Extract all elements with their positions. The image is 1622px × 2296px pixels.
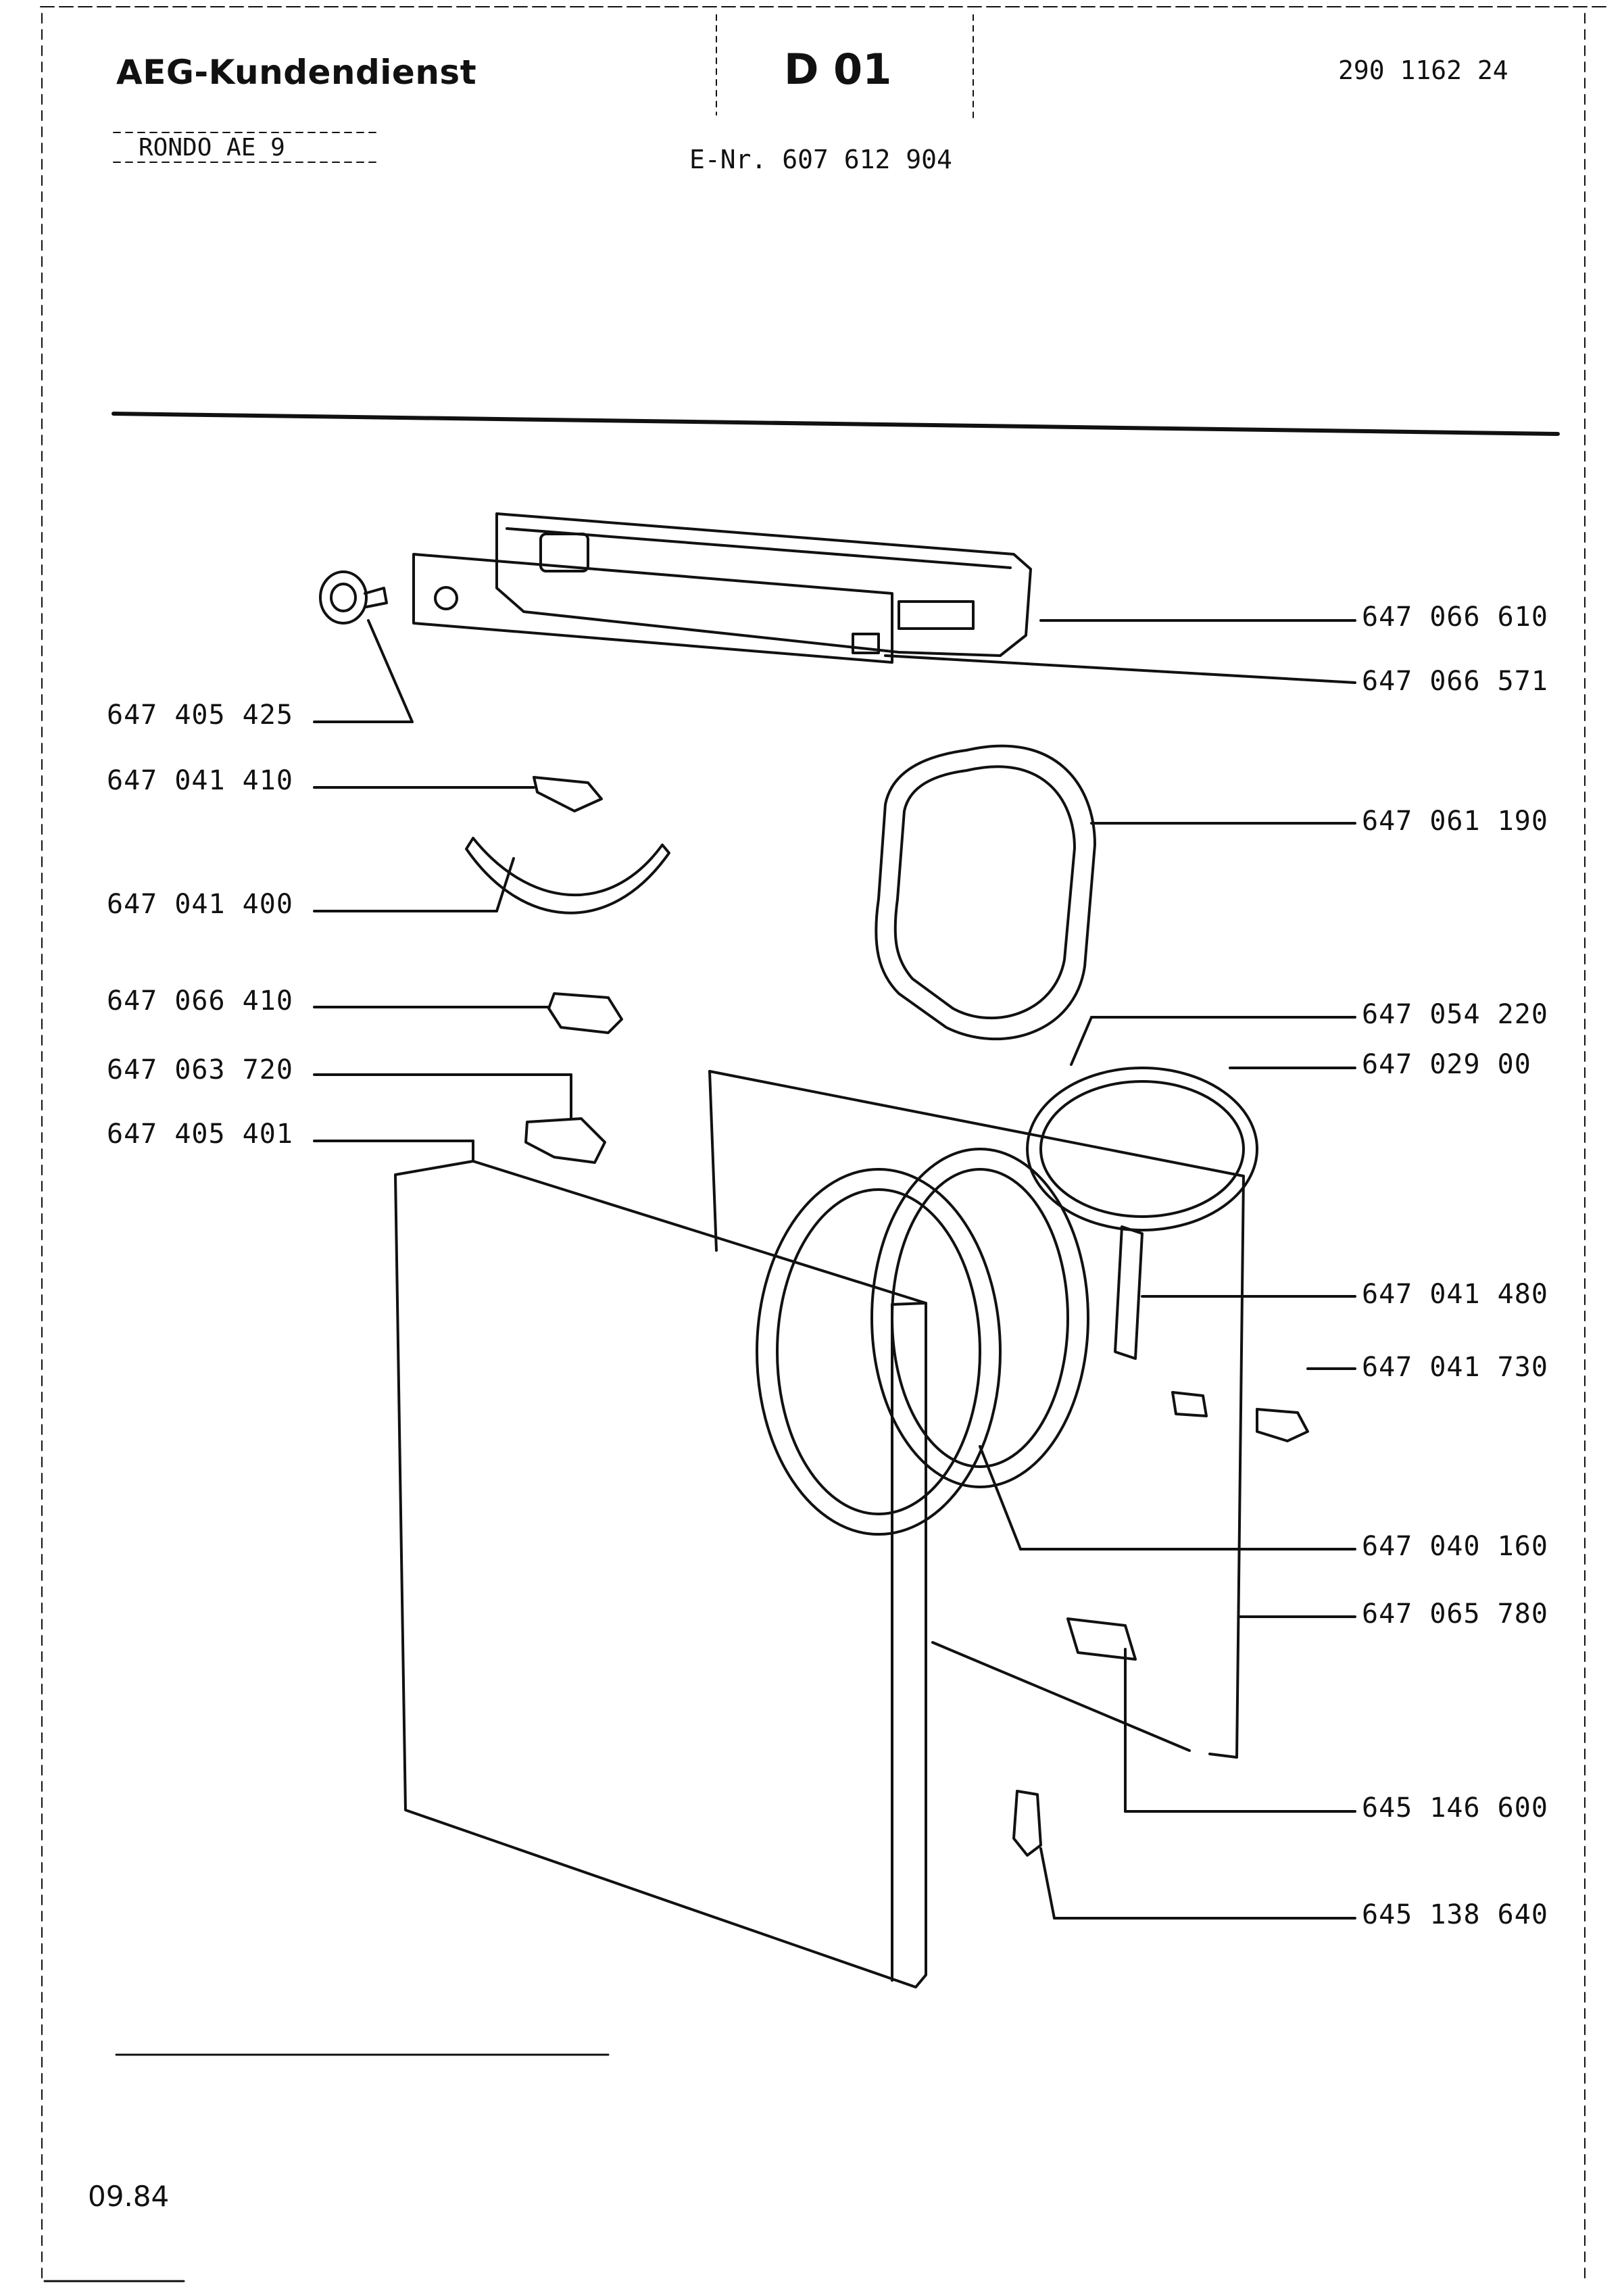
part-label-plate: 645 146 600 [1362, 1792, 1548, 1824]
front-frame [708, 1070, 1245, 1759]
header-title: AEG-Kundendienst [116, 53, 477, 92]
part-label-bracket-b: 647 063 720 [107, 1054, 293, 1085]
section-code: D 01 [784, 45, 892, 94]
part-label-small-clip: 647 041 410 [107, 765, 293, 796]
handle [1114, 1225, 1144, 1360]
latch [1012, 1790, 1042, 1857]
small-clip [533, 776, 603, 812]
part-label-front-door: 647 405 401 [107, 1119, 293, 1150]
drum [756, 1067, 1258, 1536]
e-number: E-Nr. 607 612 904 [689, 145, 952, 174]
part-label-curved-bracket: 647 041 400 [107, 889, 293, 920]
part-label-knob: 647 405 425 [107, 700, 293, 731]
part-label-drum-ring: 647 054 220 [1362, 999, 1548, 1030]
part-label-handle: 647 041 480 [1362, 1279, 1548, 1310]
control-panel-housing [495, 512, 1032, 657]
panel-strip [412, 553, 893, 664]
document-number: 290 1162 24 [1338, 55, 1508, 85]
leader-lines [313, 619, 1356, 1920]
part-label-front-frame: 647 065 780 [1362, 1598, 1548, 1630]
part-label-catch: 647 041 730 [1362, 1352, 1548, 1383]
bracket-a [547, 992, 623, 1034]
part-label-panel-strip: 647 066 571 [1362, 666, 1548, 697]
curved-bracket [465, 837, 670, 914]
bracket-b [524, 1117, 606, 1164]
front-door [394, 1160, 927, 1988]
part-label-control-panel-housing: 647 066 610 [1362, 602, 1548, 633]
part-label-bracket-a: 647 066 410 [107, 985, 293, 1017]
catch [1256, 1408, 1309, 1442]
door-seal [875, 744, 1096, 1041]
header-separator [112, 412, 1560, 436]
plate [1066, 1617, 1137, 1661]
part-label-latch: 645 138 640 [1362, 1899, 1548, 1930]
part-label-bearing-ring: 647 040 160 [1362, 1531, 1548, 1562]
model-label: RONDO AE 9 [139, 134, 285, 162]
knob-icon [319, 570, 388, 625]
footer-date: 09.84 [88, 2180, 170, 2213]
part-label-drum-rim: 647 029 00 [1362, 1049, 1531, 1080]
part-label-door-seal: 647 061 190 [1362, 806, 1548, 837]
